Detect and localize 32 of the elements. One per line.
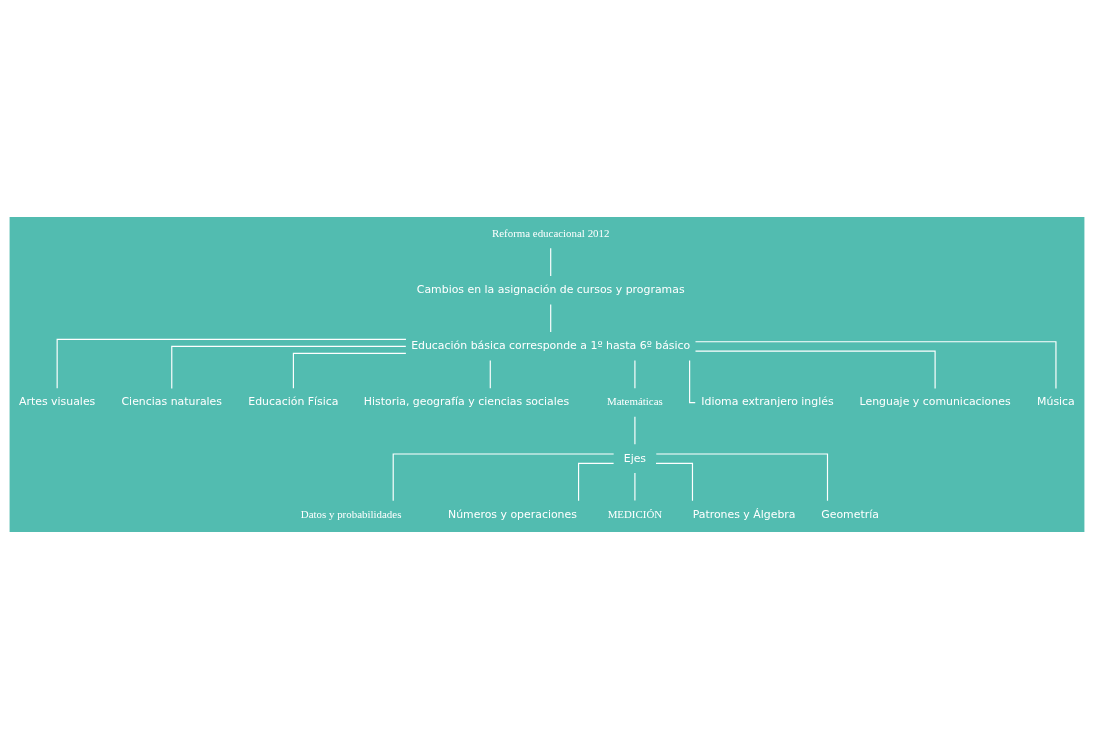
node-text: Educación Física: [248, 395, 339, 409]
connector: [578, 462, 615, 502]
connector: [489, 360, 491, 389]
connector: [694, 350, 936, 390]
node-text: Música: [1037, 395, 1075, 409]
node-text: Números y operaciones: [448, 507, 577, 521]
node-text: Ejes: [623, 451, 647, 465]
node-text: Datos y probabilidades: [300, 507, 402, 520]
node-text: Geometría: [821, 507, 879, 521]
connector: [655, 453, 829, 502]
node-text: MEDICIÓN: [607, 507, 663, 520]
node-text: Idioma extranjero inglés: [701, 395, 834, 409]
connector: [655, 462, 694, 502]
node-text: Matemáticas: [607, 395, 663, 408]
connector: [171, 345, 407, 389]
node-text: Artes visuales: [19, 395, 96, 409]
connector: [392, 453, 615, 502]
connector: [550, 247, 552, 277]
connector: [634, 472, 636, 502]
node-text: Ciencias naturales: [121, 395, 223, 409]
connector: [292, 352, 407, 389]
connector: [634, 416, 636, 445]
connector: [550, 303, 552, 333]
node-text: Lenguaje y comunicaciones: [859, 395, 1011, 409]
node-text: Historia, geografía y ciencias sociales: [363, 395, 570, 409]
node-text: Patrones y Álgebra: [692, 507, 796, 521]
node-text: Cambios en la asignación de cursos y programas: [416, 283, 685, 297]
node-text: Reforma educacional 2012: [491, 227, 610, 240]
node-text: Educación básica corresponde a 1º hasta 6º básico: [411, 339, 691, 353]
connector: [634, 360, 636, 389]
connector: [56, 338, 407, 389]
connector: [694, 341, 1057, 390]
